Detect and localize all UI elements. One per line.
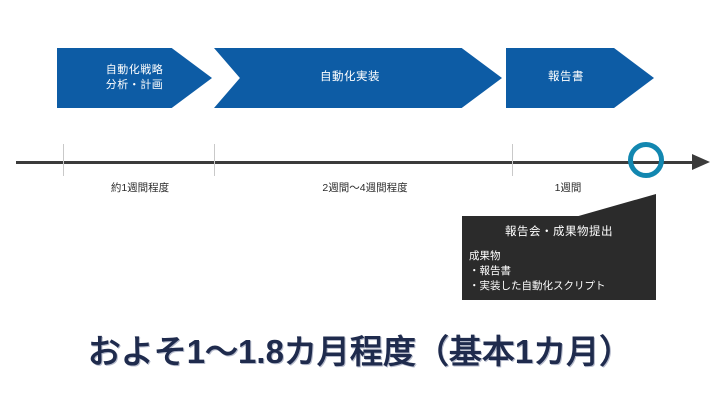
callout-body: 成果物 ・報告書 ・実装した自動化スクリプト	[469, 250, 606, 293]
callout-tail	[575, 194, 656, 217]
axis-arrow-icon	[692, 154, 710, 170]
phase-duration-2: 2週間～4週間程度	[322, 182, 408, 194]
phase-duration-1: 約1週間程度	[110, 182, 170, 194]
phase-label-1: 自動化戦略 分析・計画	[105, 64, 164, 91]
axis-tick-3	[512, 144, 513, 176]
timeline-axis	[16, 142, 711, 178]
callout-title: 報告会・成果物提出	[505, 226, 613, 238]
phase-label-2: 自動化実装	[320, 71, 380, 84]
phase-chevron-3[interactable]: 報告書	[506, 48, 654, 108]
milestone-circle-icon[interactable]	[628, 142, 664, 178]
axis-line	[16, 161, 694, 164]
axis-tick-1	[63, 144, 64, 176]
callout-box	[462, 216, 656, 300]
phase-duration-3: 1週間	[554, 182, 582, 194]
phase-chevron-1[interactable]: 自動化戦略 分析・計画	[57, 48, 212, 108]
phase-label-3: 報告書	[548, 71, 584, 84]
headline-total-duration: およそ1～1.8カ月程度（基本1カ月）	[87, 333, 633, 370]
axis-tick-2	[214, 144, 215, 176]
phase-chevron-2[interactable]: 自動化実装	[214, 48, 502, 108]
